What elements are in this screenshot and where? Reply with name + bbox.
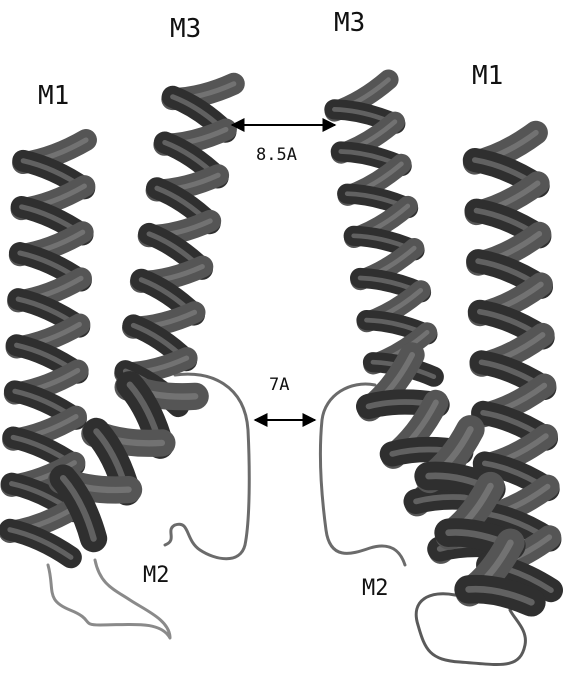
label-m3-right: M3 xyxy=(334,8,365,38)
label-m1-right: M1 xyxy=(472,61,503,91)
label-m2-left: M2 xyxy=(143,563,170,588)
helix-m3-right xyxy=(334,80,433,377)
helix-m3-left xyxy=(125,84,234,406)
label-distance-top: 8.5A xyxy=(256,145,297,165)
label-m2-right: M2 xyxy=(362,576,389,601)
label-distance-mid: 7A xyxy=(269,375,289,395)
helix-m1-right xyxy=(475,133,551,591)
label-m3-left: M3 xyxy=(170,14,201,44)
label-m1-left: M1 xyxy=(38,81,69,111)
